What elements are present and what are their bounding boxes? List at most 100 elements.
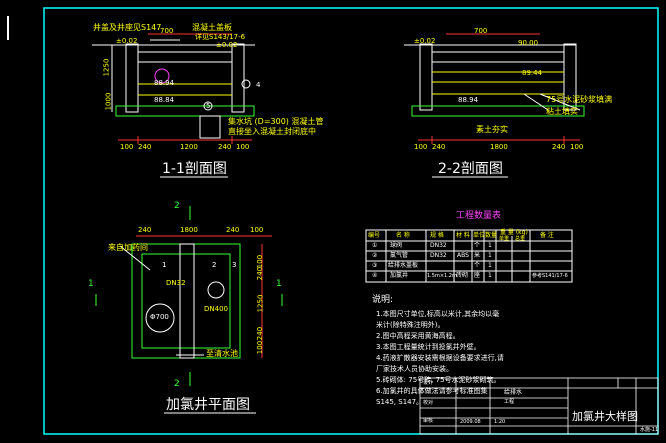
s11-bottom-dim-0: 100 [120,143,134,151]
plan-cut-top: 2 [174,201,180,211]
s11-bottom-dim-3: 240 [218,143,232,151]
plan-cut-left: 1 [88,279,94,289]
tb-date: 2009.08 [460,419,481,425]
section-1-1 [92,33,255,144]
s22-title: 2-2剖面图 [438,161,503,177]
table-header-name: 名 称 [396,232,410,239]
table-row-4-note: 参考S141/17-6 [532,273,568,279]
table-header-qty: 数量 [485,232,498,239]
notes-title: 说明: [372,295,394,305]
plan-mark-2: 2 [212,261,217,269]
notes-line-4: 3.本图工程量统计到投氯井外壁。 [376,343,481,351]
tb-scale: 1:20 [494,419,506,425]
tb-drawing-no: 水施-11 [640,427,659,433]
title-block-grid [419,377,659,435]
s11-slab-label: 混凝土盖板 [192,23,232,32]
table-row-4-mat: 砖砌 [456,272,469,279]
s22-bottom-dim-2: 1800 [490,143,508,151]
s11-elev-8884: 88.84 [154,96,175,104]
notes-line-6: 厂家技术人员协助安装。 [376,365,453,373]
table-row-2-unit: 米 [474,252,481,259]
table-row-2-mat: ABS [457,252,469,259]
s11-dim-700: 700 [160,27,174,35]
s22-bottom-dim-4: 100 [570,143,584,151]
table-header-no: 编号 [368,232,381,239]
table-header-weight-unit: 单重 [499,236,510,242]
table-header-mat: 材 料 [456,232,470,239]
plan-view [95,206,283,386]
tb-approve-label: 审核 [423,418,434,424]
plan-title: 加氯井平面图 [166,397,250,413]
notes-line-1: 1.本图尺寸单位,标高以米计,其余均以毫 [376,310,500,318]
s11-pipe-note-1: 集水坑 (D=300) 混凝土管 [228,117,324,126]
plan-side-dim-3: 240 [256,326,265,341]
table-row-4-no: ④ [372,272,378,279]
s11-marker-4: 4 [256,81,261,89]
table-row-1-unit: 个 [474,242,481,249]
quantity-table-grid [365,229,573,283]
s11-ref-label: 井盖及井座见S147 [93,23,162,32]
table-header-unit: 单位 [473,232,486,239]
tb-design-label: 设计 [423,380,434,386]
plan-top-dim-0: 240 [138,226,152,234]
table-row-2-no: ② [372,252,378,259]
table-row-2-spec: DN32 [430,252,447,259]
plan-pipe-b: DN400 [204,305,228,313]
table-header-note: 备 注 [540,232,554,239]
table-row-3-unit: 个 [474,262,481,269]
plan-to-pool: 至清水池 [206,349,238,358]
plan-top-dim-1: 1800 [180,226,198,234]
margin-mark [7,16,9,40]
s22-elev-8944: 89.44 [522,69,543,77]
s22-note-mortar: 75号水泥砂浆填满 [546,95,613,104]
tb-drawing-title: 加氯井大样图 [572,410,638,423]
s22-bottom-dim-0: 100 [414,143,428,151]
s11-dim-1250: 1250 [102,58,111,77]
notes-line-9: S145, S147。 [376,398,424,406]
notes-line-8: 6.加氯井的具体做法请参考标准图集 [376,387,488,395]
table-row-4-spec: 1.5m×1.2m [427,273,457,279]
plan-circle-label: Φ700 [150,313,169,321]
plan-mark-3: 3 [232,261,237,269]
s11-pipe-note-2: 直接坐入混凝土封闭底中 [228,127,316,136]
table-title: 工程数量表 [456,211,502,221]
plan-mark-1: 1 [162,261,167,269]
s11-level-right: ±0.02 [216,41,238,49]
notes-line-7: 5.砖砌体: 75号砖, 75号水泥砂浆砌筑。 [376,376,501,384]
plan-side-dim-1: 240 [256,266,265,281]
s22-elev-9000: 90.00 [518,39,539,47]
tb-check-label: 校对 [423,400,434,406]
plan-pipe-a: DN32 [166,279,186,287]
table-row-4-unit: 座 [474,272,481,279]
table-row-2-qty: 1 [488,252,492,259]
s11-slab-std: 详见S143/17-6 [195,33,246,41]
tb-discipline: 给排水 [504,389,523,396]
table-row-1-qty: 1 [488,242,492,249]
s22-note-soil: 素土夯实 [476,125,508,134]
table-header-weight-total: 总重 [515,236,526,242]
plan-cut-right: 1 [276,279,282,289]
table-row-3-name: 给排水盖板 [388,262,419,269]
s11-bottom-dim-1: 240 [138,143,152,151]
s22-bottom-dim-1: 240 [432,143,446,151]
table-header-spec: 规 格 [430,232,444,239]
plan-top-dim-3: 100 [250,226,264,234]
s11-bottom-dim-4: 100 [236,143,250,151]
plan-top-dim-2: 240 [226,226,240,234]
table-row-1-spec: DN32 [430,242,447,249]
s22-level: ±0.02 [414,37,436,45]
s11-elev-8894: 88.94 [154,79,175,87]
notes-line-3: 2.图中高程采用黄海高程。 [376,332,460,340]
plan-cut-bottom: 2 [174,379,180,389]
table-row-4-qty: 1 [488,272,492,279]
s11-level-left: ±0.02 [116,37,138,45]
s22-note-clay: 粘土填实 [546,107,578,116]
notes-line-2: 米计(除特殊注明外)。 [376,321,445,329]
s22-bottom-dim-3: 240 [552,143,566,151]
table-row-1-name: 球阀 [390,242,403,249]
s22-elev-8894: 88.94 [458,96,479,104]
table-row-4-name: 加氯井 [390,272,409,279]
s11-bottom-dim-2: 1200 [180,143,198,151]
